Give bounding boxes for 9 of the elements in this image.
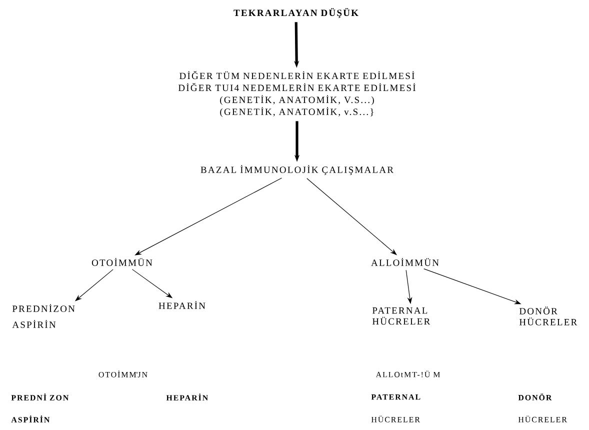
flow-text: DONÖR HÜCRELER (519, 306, 578, 326)
flow-text: PATERNAL HÜCRELER (372, 307, 430, 325)
flow-text: HEPARİN (158, 301, 206, 309)
flow-text: BAZAL İMMUNOLOJİK ÇALIŞMALAR (200, 165, 394, 175)
flow-text: TEKRARLAYAN DÜŞÜK (234, 8, 358, 18)
flow-text: DİĞER TÜM NEDENLERİN EKARTE EDİLMESİ DİĞER TUI4 NEDEMLERİN EKARTE EDİLMESİ (GENETİK, ANATOMİK, V.S...) (GENETİK, ANATOMİK, v.S...} (178, 71, 416, 117)
flow-text: ALLOİMMÜN (371, 258, 439, 266)
flow-text: OTOİMMÜN (92, 258, 152, 266)
flow-text: PREDNİZON ASPİRİN (12, 304, 75, 328)
